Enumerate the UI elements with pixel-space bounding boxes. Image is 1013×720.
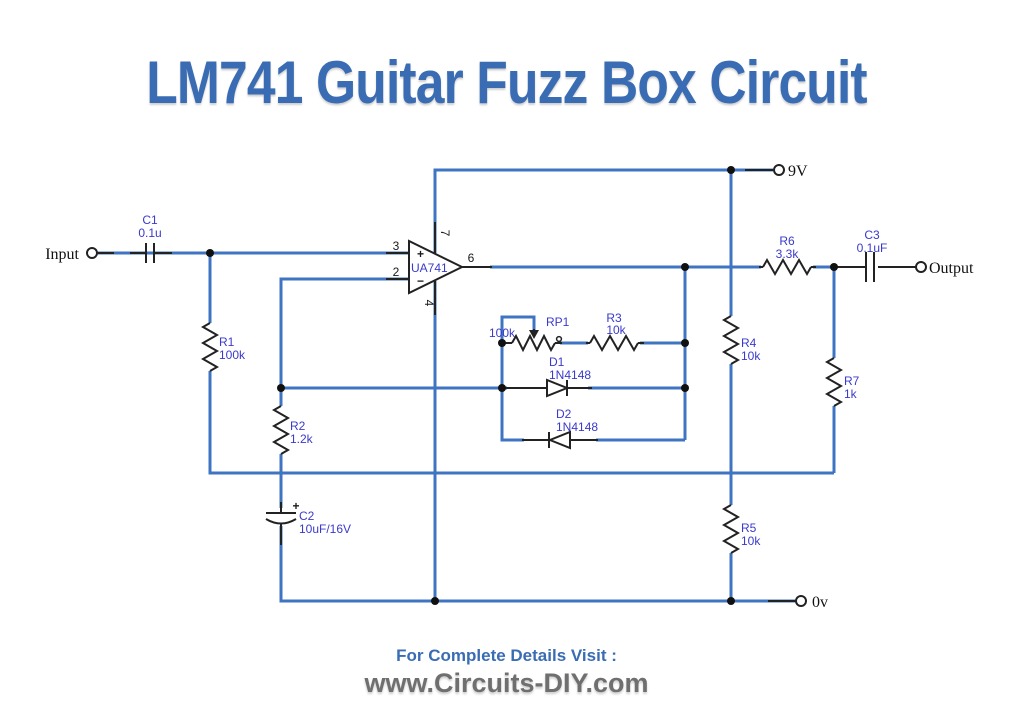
r4-ref-label: R4 xyxy=(741,336,757,350)
junction-dot xyxy=(830,263,838,271)
component-leads xyxy=(97,169,916,602)
r3-value-label: 10k xyxy=(606,323,626,337)
d2-ref-label: D2 xyxy=(556,407,572,421)
resistor-r6 xyxy=(762,257,812,277)
r5-ref-label: R5 xyxy=(741,521,757,535)
opamp-triangle xyxy=(408,239,465,295)
r7-value-label: 1k xyxy=(844,387,858,401)
output-label: Output xyxy=(929,260,974,277)
resistor-r1 xyxy=(200,322,220,372)
opamp-name-label: UA741 xyxy=(411,261,448,275)
diode-d2 xyxy=(547,430,571,450)
junction-dots xyxy=(206,166,838,605)
opamp-plus-sign: + xyxy=(417,247,424,261)
r7-ref-label: R7 xyxy=(844,374,860,388)
c2-ref-label: C2 xyxy=(299,509,315,523)
page-title: LM741 Guitar Fuzz Box Circuit xyxy=(146,49,867,116)
rp1-zigzag xyxy=(511,333,556,353)
d1-ref-label: D1 xyxy=(549,355,565,369)
output-terminal xyxy=(915,261,927,273)
resistor-r7 xyxy=(824,357,844,407)
r6-zigzag xyxy=(762,257,812,277)
opamp-minus-sign: − xyxy=(417,274,424,288)
resistor-r2 xyxy=(271,405,291,455)
d2-value-label: 1N4148 xyxy=(556,420,598,434)
c1-plates xyxy=(145,243,155,263)
potentiometer-rp1 xyxy=(511,329,563,353)
c3-value-label: 0.1uF xyxy=(857,241,888,255)
r4-value-label: 10k xyxy=(741,349,761,363)
junction-dot xyxy=(431,597,439,605)
d1-value-label: 1N4148 xyxy=(549,368,591,382)
r5-value-label: 10k xyxy=(741,534,761,548)
r5-zigzag xyxy=(721,504,741,554)
r2-ref-label: R2 xyxy=(290,419,306,433)
rp1-value-label: 100k xyxy=(489,326,516,340)
r6-ref-label: R6 xyxy=(779,234,795,248)
input-label: Input xyxy=(45,246,79,263)
wire-inverting-input xyxy=(279,277,801,603)
supply-terminal xyxy=(773,164,785,176)
pin3-label: 3 xyxy=(393,239,400,253)
pin2-label: 2 xyxy=(393,265,400,279)
capacitor-c3 xyxy=(865,252,875,282)
c1-ref-label: C1 xyxy=(142,213,158,227)
wire-feedback-left-column xyxy=(500,343,685,442)
input-terminal xyxy=(86,247,98,259)
wire-pot-bypass xyxy=(500,315,536,343)
footer-visit-text: For Complete Details Visit : xyxy=(396,646,617,665)
resistor-r3 xyxy=(589,333,639,353)
rp1-wiper-terminal xyxy=(555,335,563,343)
footer-website-link[interactable]: www.Circuits-DIY.com xyxy=(364,668,649,698)
r2-value-label: 1.2k xyxy=(290,432,314,446)
capacitor-c1 xyxy=(145,243,155,263)
junction-dot xyxy=(277,384,285,392)
wire-9v-rail xyxy=(433,168,773,253)
c2-curved-plate xyxy=(265,518,297,525)
pin7-label: 7 xyxy=(438,230,452,237)
ground-label: 0v xyxy=(812,594,828,611)
r1-zigzag xyxy=(200,322,220,372)
wire-nets xyxy=(97,168,836,603)
r6-value-label: 3.3k xyxy=(776,247,800,261)
rp1-wiper-arrow xyxy=(529,330,539,339)
c3-ref-label: C3 xyxy=(864,228,880,242)
terminals xyxy=(86,164,927,607)
pin6-label: 6 xyxy=(468,251,475,265)
junction-dot xyxy=(681,263,689,271)
resistor-r5 xyxy=(721,504,741,554)
ground-terminal xyxy=(795,595,807,607)
junction-dot xyxy=(681,384,689,392)
junction-dot xyxy=(206,249,214,257)
c2-value-label: 10uF/16V xyxy=(299,522,351,536)
d1-triangle xyxy=(546,378,570,398)
junction-dot xyxy=(681,339,689,347)
r3-ref-label: R3 xyxy=(606,311,622,325)
rp1-ref-label: RP1 xyxy=(546,315,570,329)
pin4-label: 4 xyxy=(422,300,436,307)
c1-value-label: 0.1u xyxy=(138,226,161,240)
capacitor-c2 xyxy=(265,512,297,525)
d2-triangle xyxy=(547,430,571,450)
junction-dot xyxy=(727,597,735,605)
c3-plates xyxy=(865,252,875,282)
r2-zigzag xyxy=(271,405,291,455)
junction-dot xyxy=(498,339,506,347)
r3-zigzag xyxy=(589,333,639,353)
r7-zigzag xyxy=(824,357,844,407)
r1-ref-label: R1 xyxy=(219,335,235,349)
resistor-r4 xyxy=(721,315,741,365)
r1-value-label: 100k xyxy=(219,348,246,362)
wire-r1-and-mid-rail xyxy=(208,253,834,475)
supply-label: 9V xyxy=(788,163,808,180)
junction-dot xyxy=(498,384,506,392)
diode-d1 xyxy=(546,378,570,398)
opamp-ua741: + − UA741 xyxy=(408,239,465,295)
c2-plus-sign: + xyxy=(292,499,299,513)
junction-dot xyxy=(727,166,735,174)
r4-zigzag xyxy=(721,315,741,365)
